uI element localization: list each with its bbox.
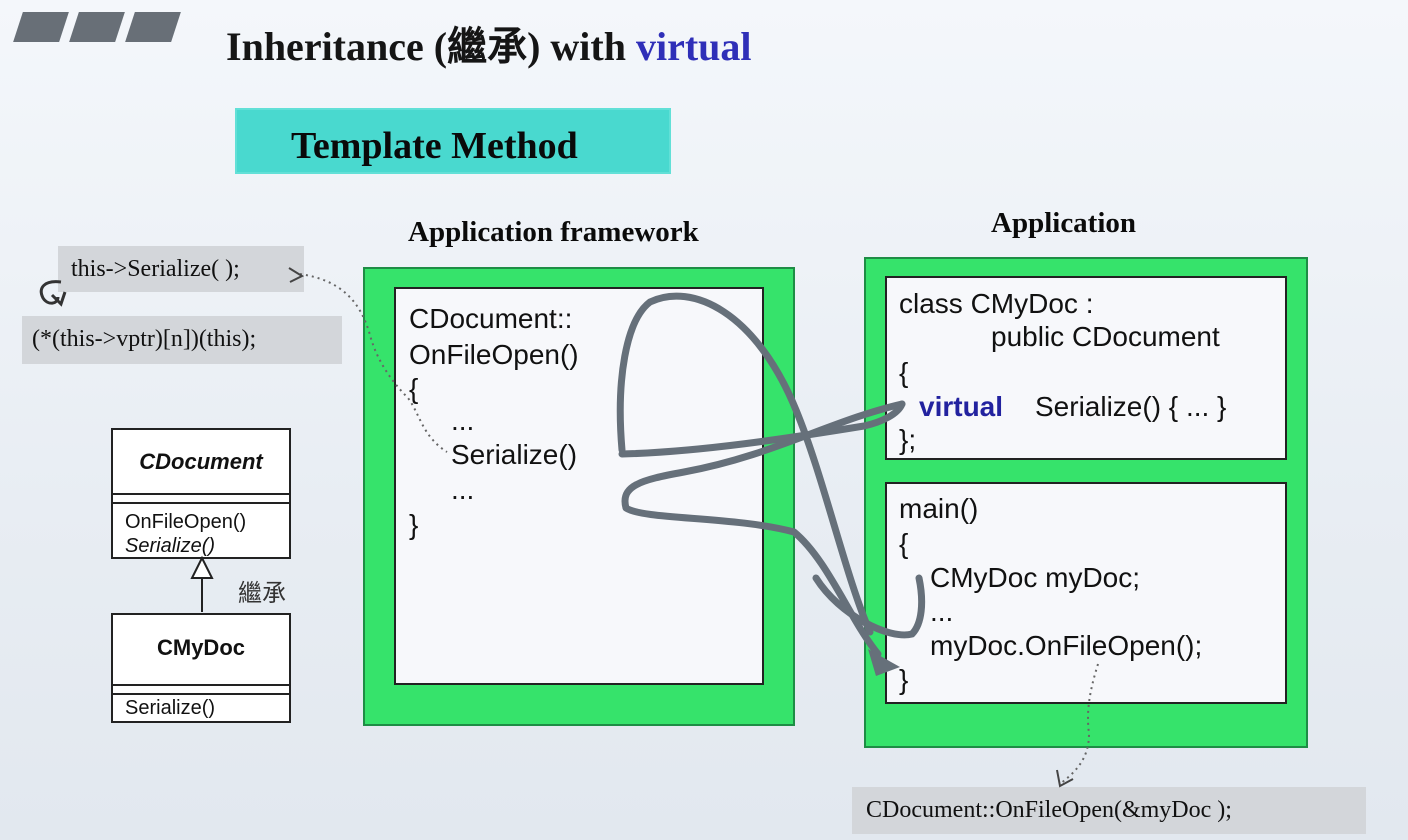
uml-derived-class-name: CMyDoc [156, 635, 245, 660]
title-decoration [13, 12, 188, 46]
framework-heading: Application framework [408, 216, 699, 248]
uml-base-class: CDocument OnFileOpen() Serialize() [111, 428, 291, 559]
framework-code-panel: CDocument:: OnFileOpen() { ... Serialize… [394, 287, 764, 685]
main-code-line-1: main() [899, 493, 979, 524]
framework-code-line-2: OnFileOpen() [409, 339, 579, 370]
uml-base-class-name: CDocument [139, 449, 263, 474]
framework-code-line-5: Serialize() [451, 439, 578, 470]
inheritance-label: 繼承 [238, 580, 286, 607]
class-code-line-1: class CMyDoc : [899, 288, 1094, 319]
main-code-line-3: CMyDoc myDoc; [930, 562, 1141, 593]
uml-base-method-serialize: Serialize() [125, 535, 216, 557]
framework-code-line-6: ... [451, 474, 475, 505]
uml-derived-class: CMyDoc Serialize() [111, 613, 291, 723]
framework-code-line-7: } [409, 509, 419, 540]
uml-derived-method-serialize: Serialize() [125, 697, 216, 719]
curl-arrow-head-icon [50, 291, 67, 307]
bottom-note: CDocument::OnFileOpen(&myDoc ); [852, 787, 1366, 834]
class-code-line-5: }; [899, 424, 917, 455]
slide-title: Inheritance (繼承) with virtual [226, 14, 752, 72]
class-code-line-4: Serialize() { ... } [1035, 391, 1227, 422]
template-method-text: Template Method [291, 125, 578, 167]
template-method-label: Template Method [235, 108, 671, 174]
title-prefix: Inheritance (繼承) with [226, 24, 636, 69]
uml-base-method-onfileopen: OnFileOpen() [125, 511, 247, 533]
class-code-panel: class CMyDoc : public CDocument { virtua… [885, 276, 1287, 460]
main-code-line-6: } [899, 664, 909, 695]
bottom-pointer-head-icon [1056, 769, 1074, 788]
title-keyword: virtual [635, 24, 752, 69]
bottom-note-text: CDocument::OnFileOpen(&myDoc ); [866, 797, 1232, 823]
serialize-call-note: this->Serialize( ); [58, 246, 304, 292]
framework-code-line-3: { [409, 373, 419, 404]
main-code-line-5: myDoc.OnFileOpen(); [930, 630, 1203, 661]
main-code-line-4: ... [930, 596, 954, 627]
main-code-line-2: { [899, 528, 909, 559]
framework-code-line-4: ... [451, 405, 475, 436]
class-code-virtual-keyword: virtual [919, 391, 1004, 422]
serialize-call-text: this->Serialize( ); [71, 256, 240, 282]
class-code-line-3: { [899, 357, 909, 388]
class-code-line-2: public CDocument [991, 321, 1220, 352]
application-heading: Application [991, 207, 1137, 239]
vptr-call-text: (*(this->vptr)[n])(this); [32, 326, 257, 352]
inheritance-arrow-head [190, 555, 214, 579]
vptr-call-note: (*(this->vptr)[n])(this); [22, 316, 342, 364]
framework-code-line-1: CDocument:: [409, 303, 573, 334]
main-code-panel: main() { CMyDoc myDoc; ... myDoc.OnFileO… [885, 482, 1287, 704]
